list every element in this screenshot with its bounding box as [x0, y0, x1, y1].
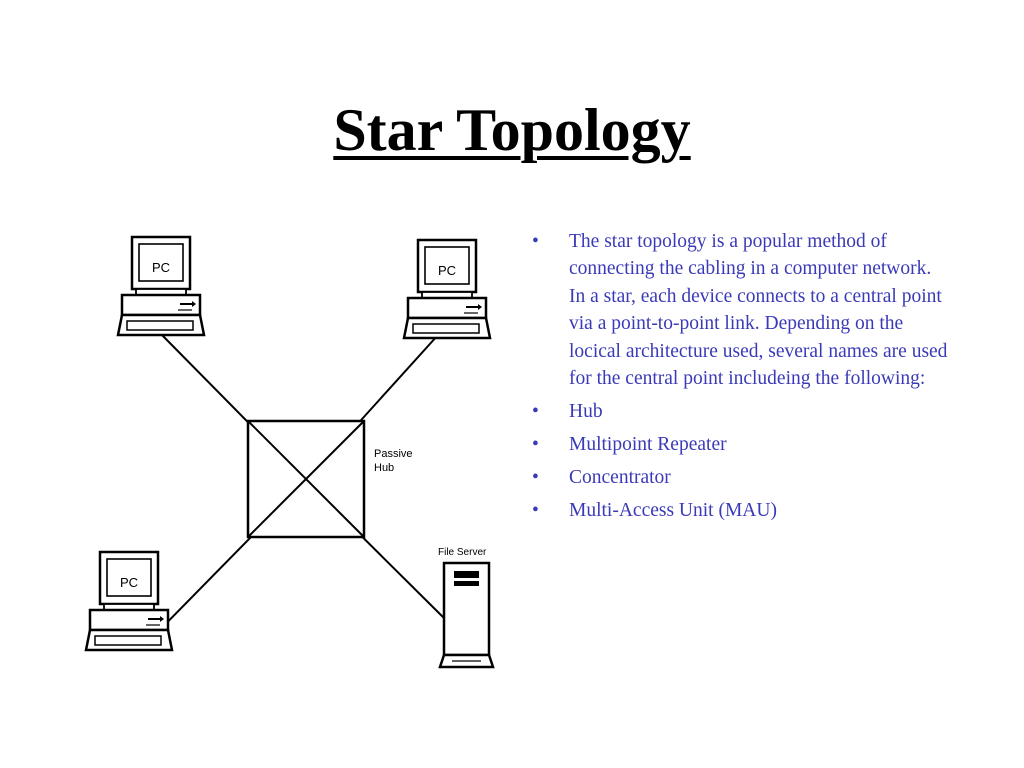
bullet-item-mau: • Multi-Access Unit (MAU)	[530, 497, 950, 524]
bullet-marker: •	[532, 433, 539, 455]
slide-title: Star Topology	[333, 97, 691, 163]
pc-top-left: PC	[116, 235, 206, 337]
pc-label: PC	[152, 260, 170, 275]
file-server-label: File Server	[438, 547, 487, 558]
bullet-marker: •	[532, 231, 539, 252]
pc-label: PC	[438, 263, 456, 278]
hub-label-line2: Hub	[374, 462, 394, 474]
bullet-marker: •	[532, 499, 539, 521]
file-server: File Server	[438, 547, 495, 669]
bullet-item-multipoint-repeater: • Multipoint Repeater	[530, 431, 950, 458]
bullet-text: Concentrator	[569, 466, 671, 488]
hub-label-line1: Passive	[374, 448, 413, 460]
bullet-text: Multipoint Repeater	[569, 433, 727, 455]
bullet-text: The star topology is a popular method of…	[569, 231, 948, 390]
bullet-item-hub: • Hub	[530, 398, 950, 425]
bullet-text: Multi-Access Unit (MAU)	[569, 499, 777, 521]
bullet-text: Hub	[569, 400, 603, 422]
bullet-marker: •	[532, 466, 539, 488]
bullet-item-concentrator: • Concentrator	[530, 464, 950, 491]
bullet-list: • The star topology is a popular method …	[530, 228, 950, 530]
bullet-item-intro: • The star topology is a popular method …	[530, 228, 950, 392]
pc-label: PC	[120, 575, 138, 590]
diagram-svg: Passive Hub PC PC PC File Server	[84, 235, 495, 669]
star-topology-diagram: Passive Hub PC PC PC File Server	[80, 225, 510, 680]
bullet-marker: •	[532, 400, 539, 422]
pc-bottom-left: PC	[84, 550, 174, 652]
pc-top-right: PC	[402, 238, 492, 340]
passive-hub: Passive Hub	[246, 419, 413, 539]
